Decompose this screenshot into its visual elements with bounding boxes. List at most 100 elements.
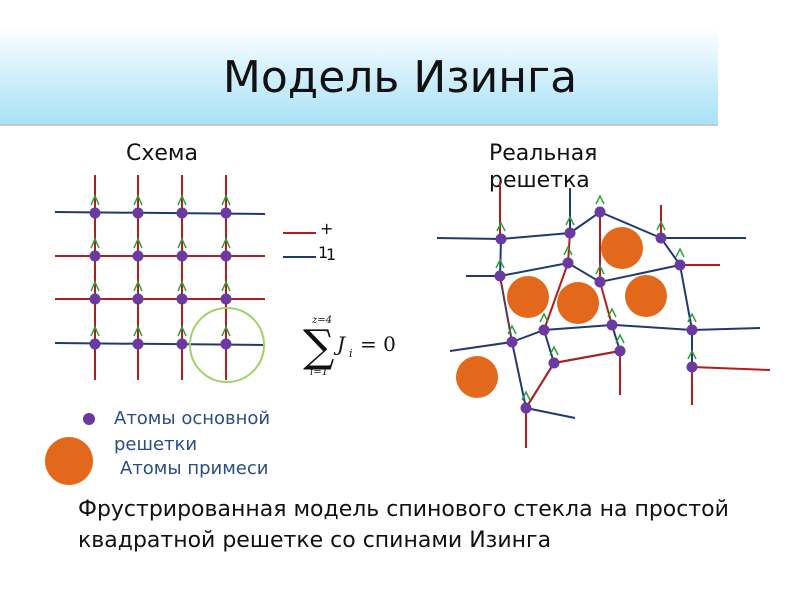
spin-one-label: 1 <box>318 243 329 262</box>
impurity-atom <box>557 282 599 324</box>
spin-arrow-icon <box>496 221 506 232</box>
atom <box>220 250 232 262</box>
spin-arrow-icon <box>563 245 573 256</box>
spin-arrow-icon <box>521 390 531 401</box>
bond <box>691 327 761 331</box>
atom <box>606 319 618 331</box>
atom <box>176 250 188 262</box>
spin-arrow-icon <box>221 280 231 292</box>
bond <box>691 366 771 371</box>
schema-label: Схема <box>126 141 198 166</box>
spin-arrow-icon <box>595 264 605 275</box>
spin-arrow-icon <box>133 237 143 249</box>
bond-chain <box>498 238 527 409</box>
title-banner <box>0 28 718 126</box>
bond-chain <box>511 324 613 343</box>
bond <box>553 350 621 364</box>
atom <box>548 357 560 369</box>
spin-arrow-icon <box>90 237 100 249</box>
real-lattice <box>436 182 771 448</box>
spin-arrow-icon <box>675 247 685 258</box>
spin-arrow-icon <box>615 333 625 344</box>
spin-arrow-icon <box>607 307 617 318</box>
atom <box>176 338 188 350</box>
horizontal-bond <box>54 211 266 215</box>
square-lattice <box>54 175 266 383</box>
highlight-circle <box>189 307 265 383</box>
spin-arrow-icon <box>595 194 605 205</box>
atom <box>686 324 698 336</box>
slide-title: Модель Изинга <box>222 52 578 103</box>
formula-rhs: = 0 <box>360 332 396 356</box>
sum-lower-limit: i=1 <box>310 367 328 378</box>
spin-arrow-icon <box>90 325 100 337</box>
spin-arrow-icon <box>177 325 187 337</box>
atom <box>562 257 574 269</box>
atom <box>538 324 550 336</box>
atom-row <box>89 194 232 219</box>
impurity-atoms-label: Атомы примеси <box>120 458 269 479</box>
real-lattice-label: Реальная решетка <box>489 141 598 193</box>
atom <box>494 270 506 282</box>
spin-arrow-icon <box>221 325 231 337</box>
bond <box>525 362 555 409</box>
spin-arrow-icon <box>549 345 559 356</box>
atom <box>176 207 188 219</box>
impurity-atom <box>456 356 498 398</box>
spin-arrow-icon <box>90 280 100 292</box>
spin-arrow-icon <box>177 237 187 249</box>
impurity-atom <box>601 227 643 269</box>
atom <box>89 250 101 262</box>
atom-row <box>89 280 232 305</box>
atom <box>176 293 188 305</box>
spin-arrow-icon <box>90 194 100 206</box>
atom <box>89 293 101 305</box>
spin-arrow-icon <box>539 312 549 323</box>
sum-sign-icon: ∑ <box>303 321 334 372</box>
atom <box>132 293 144 305</box>
atom <box>594 276 606 288</box>
atom <box>495 233 507 245</box>
spin-arrow-icon <box>656 220 666 231</box>
spin-arrow-icon <box>565 215 575 226</box>
atom <box>220 293 232 305</box>
spin-arrow-icon <box>177 280 187 292</box>
spin-plus-label: + <box>320 219 334 238</box>
bond-chain <box>499 261 681 284</box>
atom <box>132 250 144 262</box>
impurity-atom <box>625 275 667 317</box>
sum-formula: z=4 ∑ i=1 J i = 0 <box>303 315 396 378</box>
spin-arrow-icon <box>495 258 505 269</box>
spin-arrow-icon <box>687 349 697 360</box>
atom <box>132 338 144 350</box>
slide-caption: Фрустрированная модель спинового стекла … <box>78 497 729 553</box>
spin-arrow-icon <box>133 194 143 206</box>
coupling-symbol: J <box>333 332 346 356</box>
horizontal-bond <box>54 342 266 346</box>
bond <box>436 237 502 240</box>
atom <box>594 206 606 218</box>
spin-one-label: 1 <box>326 245 337 264</box>
bond <box>525 407 576 419</box>
bond <box>614 324 693 331</box>
spin-arrow-icon <box>221 194 231 206</box>
atom <box>132 207 144 219</box>
bond <box>449 341 513 352</box>
atom <box>220 207 232 219</box>
atom <box>674 259 686 271</box>
atom <box>89 207 101 219</box>
host-atom-legend-icon <box>83 413 95 425</box>
atom <box>655 232 667 244</box>
atom <box>89 338 101 350</box>
atom <box>520 402 532 414</box>
impurity-atom-legend-icon <box>45 437 93 485</box>
spin-arrow-icon <box>133 325 143 337</box>
coupling-subscript: i <box>349 347 353 360</box>
atom <box>564 227 576 239</box>
impurity-atom <box>507 276 549 318</box>
spin-arrow-icon <box>133 280 143 292</box>
host-atoms-label: Атомы основной решетки <box>114 408 271 455</box>
atom <box>614 345 626 357</box>
spin-arrow-icon <box>687 312 697 323</box>
atom <box>506 336 518 348</box>
